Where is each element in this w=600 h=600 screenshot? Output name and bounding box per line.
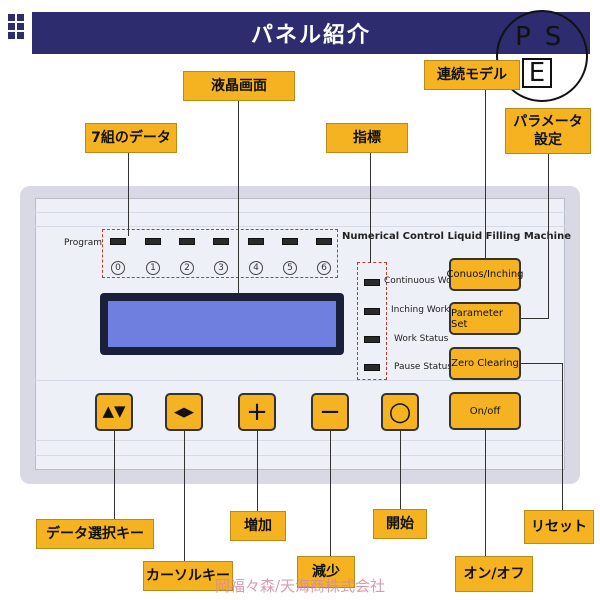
decrease-key[interactable]: −: [311, 393, 349, 431]
program-led: [282, 238, 298, 245]
label-on-off: オン/オフ: [455, 556, 533, 592]
status-led-continuous: [364, 279, 380, 286]
label-reset: リセット: [524, 510, 594, 544]
callout-line-lcd: [238, 101, 239, 293]
callout-line-reset-v: [562, 363, 563, 510]
program-digit: 2: [180, 261, 194, 275]
panel-stripe: [35, 380, 565, 381]
callout-line-increase: [257, 431, 258, 511]
program-led: [179, 238, 195, 245]
callout-line-on-off: [485, 430, 486, 556]
callout-line-start: [400, 431, 401, 509]
callout-line-parameter-v: [548, 154, 549, 319]
header-decoration: [17, 23, 24, 30]
status-label-work: Work Status: [394, 334, 449, 344]
label-parameter-setting: パラメータ 設定: [505, 108, 591, 154]
status-label-pause: Pause Status: [394, 362, 453, 372]
header-bar: パネル紹介: [32, 12, 590, 54]
pse-letter-s: S: [544, 22, 562, 52]
program-digit: 1: [146, 261, 160, 275]
pse-e-box: E: [522, 58, 552, 88]
label-cursor-key: カーソルキー: [143, 561, 233, 591]
callout-line-cursor: [184, 431, 185, 561]
pse-letter-e: E: [528, 58, 546, 88]
program-digit: 3: [214, 261, 228, 275]
program-led: [213, 238, 229, 245]
callout-line-indicator: [370, 153, 371, 263]
program-led: [145, 238, 161, 245]
label-continuous-model: 連続モデル: [424, 60, 520, 90]
program-digit: 5: [283, 261, 297, 275]
header-decoration: [8, 32, 15, 39]
status-leds-group: [357, 262, 387, 380]
cursor-key[interactable]: ◀▶: [165, 393, 203, 431]
panel-stripe: [35, 455, 565, 456]
callout-line-parameter-h: [521, 318, 549, 319]
status-label-inching: Inching Work: [391, 305, 450, 315]
increase-key[interactable]: +: [238, 393, 276, 431]
start-key[interactable]: ○: [381, 393, 419, 431]
header-decoration: [8, 14, 15, 21]
program-label: Program: [64, 238, 102, 248]
label-data-select-key: データ選択キー: [36, 519, 154, 549]
label-start: 開始: [373, 509, 427, 539]
label-lcd-screen: 液晶画面: [183, 71, 295, 101]
program-digit: 0: [111, 261, 125, 275]
callout-line-data-select: [114, 431, 115, 519]
pse-letter-p: P: [515, 22, 531, 52]
label-decrease: 減少: [297, 556, 355, 588]
label-indicator: 指標: [326, 123, 408, 153]
zero-clearing-button[interactable]: Zero Clearing: [449, 347, 521, 380]
callout-line-reset-h: [521, 363, 563, 364]
panel-stripe: [35, 226, 565, 227]
status-led-work: [364, 336, 380, 343]
status-led-pause: [364, 364, 380, 371]
program-leds-group: [102, 229, 338, 278]
conuos-inching-button[interactable]: Conuos/Inching: [446, 258, 524, 291]
callout-line-decrease: [330, 431, 331, 556]
parameter-set-button[interactable]: Parameter Set: [449, 302, 521, 335]
callout-line-data: [128, 153, 129, 236]
on-off-button[interactable]: On/off: [449, 392, 521, 430]
header-decoration: [17, 14, 24, 21]
status-led-inching: [364, 308, 380, 315]
program-led: [110, 238, 126, 245]
page-title: パネル紹介: [250, 23, 371, 48]
panel-stripe: [35, 212, 565, 213]
header-decoration: [17, 32, 24, 39]
pse-mark-icon: [496, 10, 588, 102]
program-digit: 6: [317, 261, 331, 275]
panel-stripe: [35, 440, 565, 441]
program-digit: 4: [249, 261, 263, 275]
label-increase: 増加: [230, 511, 286, 541]
callout-line-continuous: [485, 90, 486, 258]
panel-title: Numerical Control Liquid Filling Machine: [342, 231, 571, 242]
data-select-key[interactable]: ▲▼: [95, 393, 133, 431]
label-data-7-sets: 7組のデータ: [85, 123, 177, 153]
lcd-screen: [108, 301, 336, 347]
watermark-text: 岡福々森/天海商株式会社: [214, 577, 386, 595]
status-label-continuous: Continuous Work: [384, 276, 461, 286]
program-led: [316, 238, 332, 245]
program-led: [248, 238, 264, 245]
header-decoration: [8, 23, 15, 30]
